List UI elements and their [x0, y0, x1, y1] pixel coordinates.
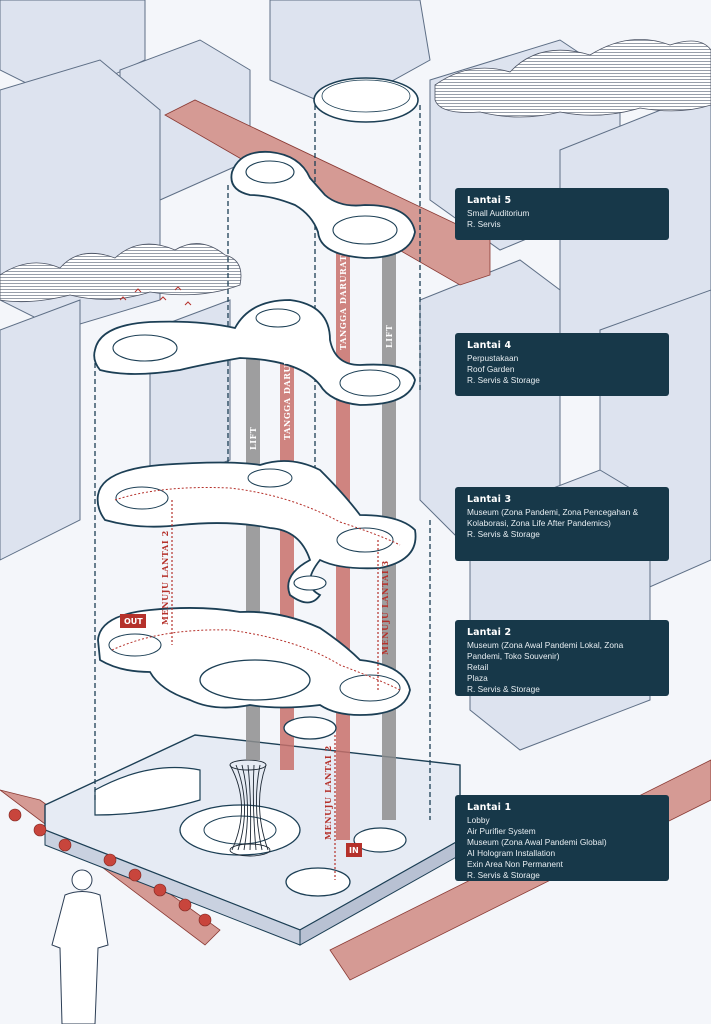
- floor-line: Small Auditorium: [467, 208, 530, 218]
- street-trees: [8, 808, 212, 927]
- floor-line: Museum (Zona Awal Pandemi Lokal, Zona: [467, 640, 624, 650]
- floor-title: Lantai 4: [467, 340, 512, 351]
- floor-line: R. Servis: [467, 219, 501, 229]
- floor-line: Plaza: [467, 673, 488, 683]
- floor-line: Museum (Zona Awal Pandemi Global): [467, 837, 607, 847]
- floor-line: R. Servis & Storage: [467, 529, 540, 539]
- floor-line: Lobby: [467, 815, 490, 825]
- floor-title: Lantai 1: [467, 802, 512, 813]
- floor-line: Retail: [467, 662, 489, 672]
- person-silhouette: [51, 869, 109, 1024]
- floor-title: Lantai 2: [467, 627, 512, 638]
- floor-5-plan: [230, 77, 419, 259]
- hologram-installation: [229, 759, 271, 857]
- floor-panel-1: Lantai 1 Lobby Air Purifier System Museu…: [455, 795, 669, 881]
- birds: [119, 286, 192, 306]
- floor-line: R. Servis & Storage: [467, 375, 540, 385]
- menuju-lantai-2-label-upper: MENUJU LANTAI 2: [160, 530, 170, 625]
- floor-line: Perpustakaan: [467, 353, 519, 363]
- floor-title: Lantai 5: [467, 195, 512, 206]
- route-lines: [171, 500, 379, 880]
- floor-line: Roof Garden: [467, 364, 515, 374]
- floor-line: Kolaborasi, Zona Life After Pandemics): [467, 518, 611, 528]
- floor-line: R. Servis & Storage: [467, 870, 540, 880]
- menuju-lantai-2-label-lower: MENUJU LANTAI 2: [323, 745, 333, 840]
- cloud-left: [0, 243, 242, 303]
- floor-line: Museum (Zona Pandemi, Zona Pencegahan &: [467, 507, 639, 517]
- floor-line: R. Servis & Storage: [467, 684, 540, 694]
- out-badge: OUT: [120, 614, 146, 628]
- floor-line: Air Purifier System: [467, 826, 536, 836]
- tangga-darurat-label-right: TANGGA DARURAT: [338, 255, 348, 350]
- ground-floor-plinth: [44, 734, 461, 946]
- floor-panel-5: Lantai 5 Small Auditorium R. Servis: [455, 188, 669, 240]
- in-badge: IN: [346, 843, 362, 857]
- lift-label-right: LIFT: [384, 325, 394, 348]
- floor-2-plan: [97, 607, 411, 740]
- floor-panel-3: Lantai 3 Museum (Zona Pandemi, Zona Penc…: [455, 487, 669, 561]
- tangga-darurat-label-left: TANGGA DARURAT: [282, 345, 292, 440]
- floor-3-plan: [96, 460, 417, 604]
- floor-panel-2: Lantai 2 Museum (Zona Awal Pandemi Lokal…: [455, 620, 669, 696]
- out-badge-text: OUT: [124, 617, 143, 626]
- lift-label-left: LIFT: [248, 427, 258, 450]
- floor-title: Lantai 3: [467, 494, 512, 505]
- floor-panel-4: Lantai 4 Perpustakaan Roof Garden R. Ser…: [455, 333, 669, 396]
- floor-line: AI Hologram Installation: [467, 848, 556, 858]
- floor-4-plan: [93, 299, 416, 406]
- menuju-lantai-3-label: MENUJU LANTAI 3: [380, 560, 390, 655]
- cloud-right: [434, 39, 711, 118]
- floor-line: Exin Area Non Permanent: [467, 859, 563, 869]
- dashed-guides: [94, 105, 431, 820]
- in-badge-text: IN: [349, 846, 359, 855]
- floor-line: Pandemi, Toko Souvenir): [467, 651, 560, 661]
